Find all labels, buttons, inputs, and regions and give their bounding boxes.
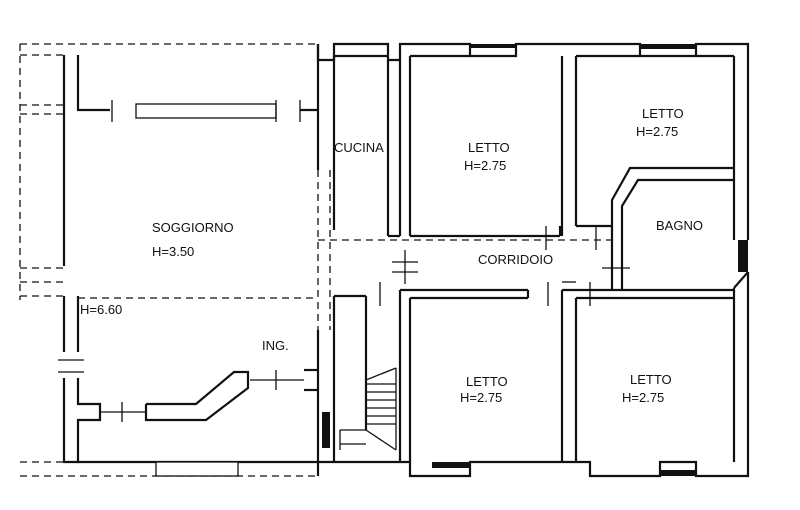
ingresso-name: ING.	[262, 338, 289, 353]
cucina-name: CUCINA	[334, 140, 384, 155]
solid-pillars	[322, 44, 748, 476]
letto-2-name: LETTO	[642, 106, 684, 121]
letto-1-name: LETTO	[468, 140, 510, 155]
bagno-name: BAGNO	[656, 218, 703, 233]
corridoio-name: CORRIDOIO	[478, 252, 553, 267]
soggiorno-name: SOGGIORNO	[152, 220, 234, 235]
letto-3-name: LETTO	[466, 374, 508, 389]
soggiorno-height: H=3.50	[152, 244, 194, 259]
letto-4-height: H=2.75	[622, 390, 664, 405]
letto-1-height: H=2.75	[464, 158, 506, 173]
stair-treads	[339, 367, 397, 451]
letto-4-name: LETTO	[630, 372, 672, 387]
room-labels: SOGGIORNO H=3.50 H=6.60 ING. CUCINA LETT…	[80, 106, 703, 405]
ceiling-note: H=6.60	[80, 302, 122, 317]
letto-3-height: H=2.75	[460, 390, 502, 405]
letto-2-height: H=2.75	[636, 124, 678, 139]
door-markers	[58, 100, 630, 422]
